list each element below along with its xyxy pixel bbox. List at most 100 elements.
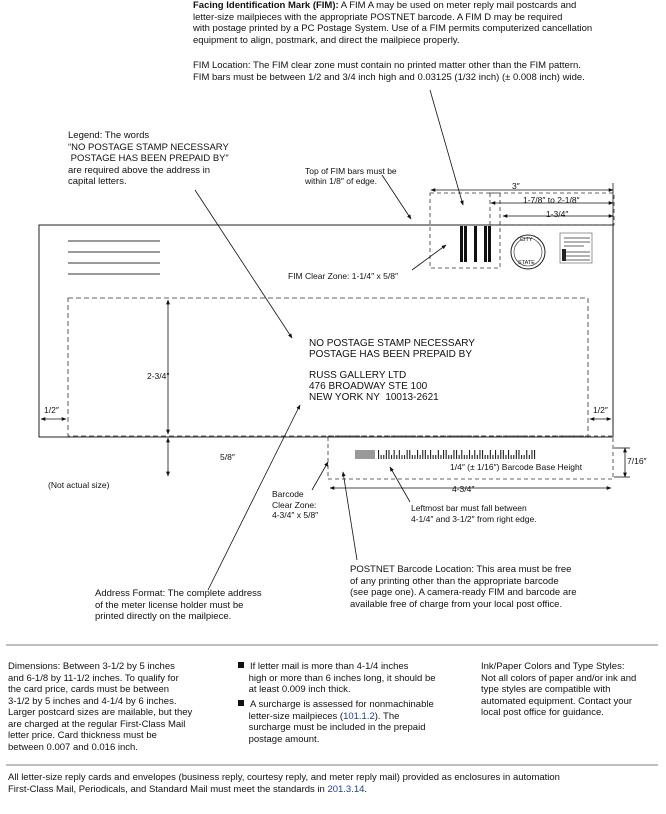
fim-desc-line-3: equipment to align, postmark, and direct… [193, 34, 460, 46]
bcz-line-2: 4-3/4″ x 5/8″ [272, 510, 319, 520]
postnet-line-0: POSTNET Barcode Location: This area must… [350, 564, 572, 575]
address-format-note: Address Format: The complete address of … [95, 588, 262, 623]
fim-top-note-line-1: within 1/8″ of edge. [305, 176, 378, 186]
barcode-bar [393, 450, 395, 459]
fim-desc-line-2: with postage printed by a PC Postage Sys… [193, 23, 593, 34]
address-line-4: 476 BROADWAY STE 100 [309, 381, 428, 393]
bullet-square-icon [238, 700, 244, 706]
barcode-bar [388, 450, 390, 459]
ink-line-0: Ink/Paper Colors and Type Styles: [481, 661, 625, 672]
barcode-bar [471, 455, 473, 459]
barcode-bar [528, 455, 530, 459]
link-201-3-14[interactable]: 201.3.14 [327, 783, 365, 795]
barcode-bar [513, 455, 515, 459]
bullet-thickness: If letter mail is more than 4-1/4 inches… [238, 661, 436, 696]
fim-location: FIM Location: The FIM clear zone must co… [193, 60, 585, 83]
postnet-location-note: POSTNET Barcode Location: This area must… [350, 564, 577, 610]
barcode-bar [489, 450, 491, 459]
barcode-bar [497, 455, 499, 459]
address-line-1: POSTAGE HAS BEEN PREPAID BY [309, 348, 473, 360]
legend-line-4: capital letters. [68, 176, 127, 187]
addr-format-line-2: printed directly on the mailpiece. [95, 611, 232, 622]
barcode-bar [414, 455, 416, 459]
barcode-bar [404, 455, 406, 459]
address-line-0: NO POSTAGE STAMP NECESSARY [309, 338, 475, 349]
barcode-bar [432, 455, 434, 459]
fim-desc-line-1: letter-size mailpieces with the appropri… [193, 11, 563, 23]
bullet1-line-0: If letter mail is more than 4-1/4 inches [250, 661, 409, 672]
barcode-bar [505, 455, 507, 459]
barcode-bar [448, 455, 450, 459]
barcode-bar [411, 455, 413, 459]
barcode-bar [383, 455, 385, 459]
barcode-bar [419, 455, 421, 459]
dim-58: 5/8″ [220, 452, 235, 462]
dim-text-line-3: 3-1/2 by 5 inches and 4-1/4 by 6 inches. [8, 695, 177, 707]
fim-location-line-1: FIM bars must be between 1/2 and 3/4 inc… [193, 71, 585, 83]
legend-line-3: are required above the address in [68, 164, 211, 176]
fim-top-note: Top of FIM bars must be within 1/8″ of e… [305, 166, 397, 186]
fim-clear-zone-label: FIM Clear Zone: 1-1/4″ x 5/8″ [288, 271, 398, 281]
leftmost-line-0: Leftmost bar must fall between [411, 503, 527, 513]
dim-716: 7/16″ [627, 456, 647, 466]
barcode-bar [518, 450, 520, 459]
address-line-5: NEW YORK NY 10013-2621 [309, 391, 439, 403]
barcode-bar [487, 455, 489, 459]
not-actual-size: (Not actual size) [48, 480, 110, 490]
postnet-line-2: (see page one). A camera-ready FIM and b… [350, 587, 577, 598]
dim-text-line-6: letter price. Card thickness must be [8, 730, 157, 741]
barcode-bar [495, 450, 497, 459]
bullet2-line-3: postage amount. [248, 733, 320, 745]
dim-text-line-5: are charged at the regular First-Class M… [8, 718, 186, 730]
dim-3in: 3″ [512, 181, 520, 191]
barcode-bar [406, 450, 408, 459]
barcode-bar [440, 455, 442, 459]
barcode-bar [458, 455, 460, 459]
legend-note: Legend: The words “NO POSTAGE STAMP NECE… [68, 130, 229, 188]
barcode-bar [482, 450, 484, 459]
dim-text-line-7: between 0.007 and 0.016 inch. [8, 741, 138, 753]
fim-heading: Facing Identification Mark (FIM): [193, 0, 339, 11]
barcode-bar [534, 450, 536, 459]
barcode-bar [510, 455, 512, 459]
footer-line-2-end: . [364, 783, 368, 795]
address-line-3: RUSS GALLERY LTD [309, 370, 407, 382]
bullet2-line-0: A surcharge is assessed for nonmachinabl… [250, 699, 434, 710]
barcode-bar [430, 450, 432, 459]
barcode-bar [396, 455, 398, 459]
dim-text-line-2: the card price, cards must be between [8, 684, 170, 695]
barcode-bar [492, 455, 494, 459]
barcode-height-label: 1/4″ (± 1/16″) Barcode Base Height [450, 462, 583, 472]
bullet-surcharge: A surcharge is assessed for nonmachinabl… [238, 699, 434, 745]
ink-line-3: automated equipment. Contact your [481, 695, 633, 707]
ink-line-2: type styles are compatible with [481, 684, 611, 695]
barcode-bar [409, 450, 411, 459]
barcode-bar [479, 450, 481, 459]
leftmost-line-1: 4-1/4″ and 3-1/2″ from right edge. [411, 513, 537, 524]
addr-format-line-0: Address Format: The complete address [95, 588, 262, 599]
barcode-bar [424, 450, 426, 459]
barcode-bar [523, 455, 525, 459]
legend-line-2: POSTAGE HAS BEEN PREPAID BY” [68, 153, 229, 164]
footer-line-2: First-Class Mail, Periodicals, and Stand… [8, 783, 328, 795]
barcode-bar [453, 450, 455, 459]
link-101-1-2[interactable]: 101.1.2 [343, 710, 375, 722]
leftmost-bar-note: Leftmost bar must fall between 4-1/4″ an… [411, 503, 537, 524]
dim-text-line-0: Dimensions: Between 3-1/2 by 5 inches [8, 661, 175, 672]
dim-half-right: 1/2″ [593, 405, 608, 415]
barcode-bar [469, 450, 471, 459]
bullet2-line-1: letter-size mailpieces ( [248, 710, 344, 722]
barcode-bar [435, 455, 437, 459]
footer-line-1: All letter-size reply cards and envelope… [8, 772, 560, 783]
barcode-bar [502, 450, 504, 459]
barcode-bar [401, 455, 403, 459]
legend-line-1: “NO POSTAGE STAMP NECESSARY [68, 141, 229, 153]
bullet1-line-1: high or more than 6 inches long, it shou… [248, 672, 436, 684]
fim-bars [460, 226, 491, 262]
dim-178: 1-7/8″ to 2-1/8″ [523, 195, 580, 205]
barcode-bar [500, 450, 502, 459]
barcode-bar [391, 455, 393, 459]
address-zone [67, 297, 589, 437]
ink-paper-note: Ink/Paper Colors and Type Styles: Not al… [481, 661, 636, 719]
